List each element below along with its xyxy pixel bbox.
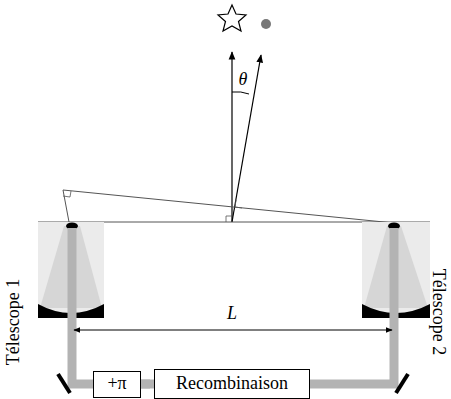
angle-arc — [232, 92, 249, 94]
wavefront-line — [63, 190, 394, 223]
box-label: +π — [107, 374, 126, 394]
dimension-line — [74, 330, 392, 331]
light-beam-connector — [141, 380, 154, 389]
recombiner-box: Recombinaison — [154, 369, 310, 399]
star-symbol — [218, 5, 246, 31]
telescope-label: Télescope 1 — [4, 279, 24, 365]
phase-shifter-box: +π — [93, 371, 141, 398]
box-label: Recombinaison — [176, 374, 288, 394]
baseline-length: L — [227, 304, 237, 324]
angle-label: θ — [239, 70, 248, 90]
right-angle-mark — [226, 216, 232, 222]
perpendicular-line — [63, 190, 69, 222]
star-direction — [231, 52, 232, 222]
right-angle-mark — [63, 191, 71, 197]
planet-direction — [232, 55, 261, 222]
right-angle-mark — [235, 200, 242, 208]
light-beam — [72, 228, 150, 384]
planet-symbol — [261, 19, 271, 29]
fold-mirror — [396, 374, 408, 393]
light-beam — [300, 228, 394, 384]
telescope-label: Télescope 2 — [428, 269, 448, 355]
fold-mirror — [58, 374, 70, 393]
